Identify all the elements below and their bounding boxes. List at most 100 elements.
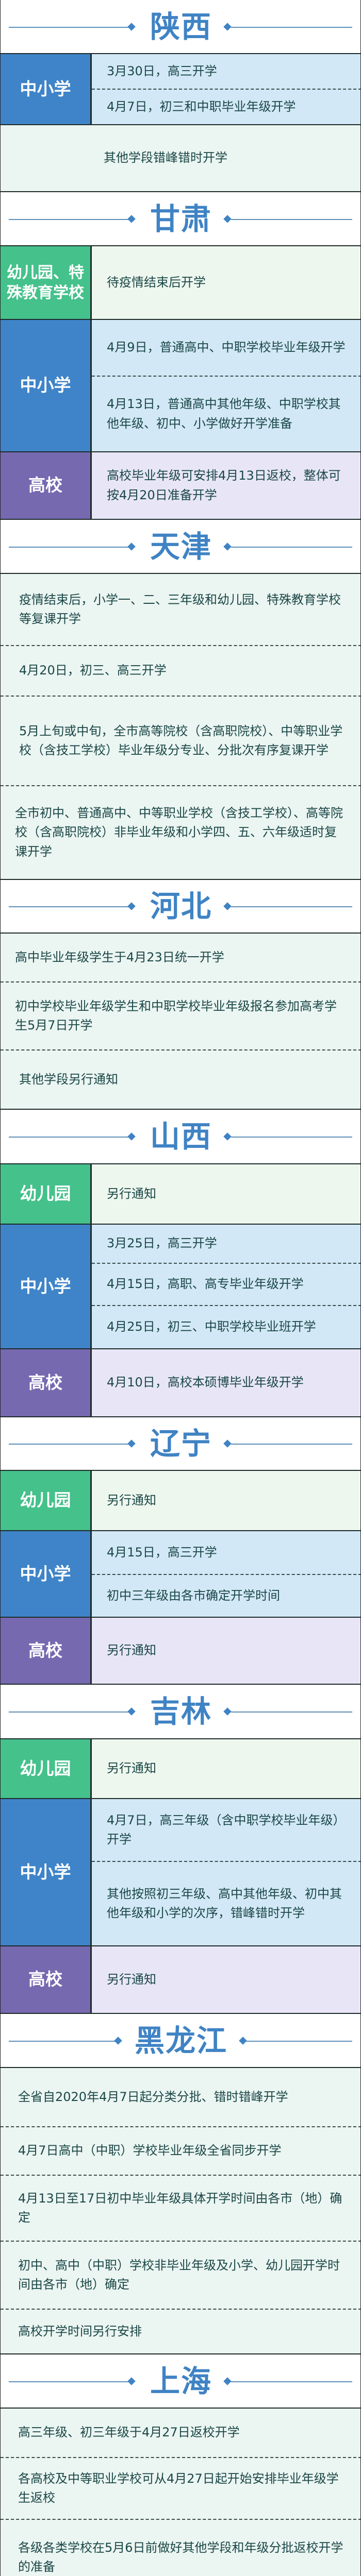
schedule-cells: 另行通知 xyxy=(92,1739,360,1798)
schedule-item: 高中毕业年级学生于4月23日统一开学 xyxy=(15,950,224,964)
diamond-icon xyxy=(127,1439,136,1448)
category-label: 中小学 xyxy=(1,1531,92,1617)
province-header-gansu: 甘肃 xyxy=(1,191,360,245)
schedule-item: 另行通知 xyxy=(107,1761,156,1776)
schedule-item: 全省自2020年4月7日起分类分批、错时错峰开学 xyxy=(18,2089,288,2104)
category-label: 中小学 xyxy=(1,1799,92,1945)
divider-line xyxy=(9,2040,116,2042)
province-header-shanxi: 山西 xyxy=(1,1109,360,1163)
diamond-icon xyxy=(223,902,232,910)
general-row: 全省自2020年4月7日起分类分批、错时错峰开学 4月7日高中（中职）学校毕业年… xyxy=(1,2067,360,2353)
category-row-kindergarten-special: 幼儿园、特殊教育学校 待疫情结束后开学 xyxy=(1,245,360,319)
province-header-jilin: 吉林 xyxy=(1,1684,360,1738)
category-label: 幼儿园 xyxy=(1,1164,92,1224)
category-label: 幼儿园 xyxy=(1,1739,92,1798)
schedule-cells: 4月15日，高三开学 初中三年级由各市确定开学时间 xyxy=(92,1531,360,1617)
schedule-item: 初中学校毕业年级学生和中职学校毕业年级报名参加高考学生5月7日开学 xyxy=(1,981,360,1049)
schedule-item: 5月上旬或中旬，全市高等院校（含高职院校）、中等职业学校（含技工学校）毕业年级分… xyxy=(1,696,360,785)
divider-line xyxy=(9,906,130,907)
schedule-item: 4月25日，初三、中职学校毕业班开学 xyxy=(92,1305,360,1348)
schedule-item: 高三年级、初三年级于4月27日返校开学 xyxy=(18,2425,240,2440)
schedule-cells: 全省自2020年4月7日起分类分批、错时错峰开学 4月7日高中（中职）学校毕业年… xyxy=(1,2068,360,2353)
category-row-university: 高校 另行通知 xyxy=(1,1617,360,1684)
schedule-item: 各级各类学校在5月6日前做好其他学段和年级分批返校开学的准备 xyxy=(1,2519,360,2576)
schedule-cells: 另行通知 xyxy=(92,1471,360,1530)
divider-line xyxy=(9,1137,130,1138)
diamond-icon xyxy=(127,902,136,910)
schedule-item: 3月25日，高三开学 xyxy=(107,1236,217,1251)
schedule-cells: 另行通知 xyxy=(92,1618,360,1684)
province-title: 黑龙江 xyxy=(134,2023,227,2058)
province-title: 上海 xyxy=(150,2363,212,2399)
divider-line xyxy=(231,2381,352,2382)
diamond-icon xyxy=(127,1707,136,1716)
schedule-item: 高校开学时间另行安排 xyxy=(1,2309,360,2353)
general-row: 疫情结束后，小学一、二、三年级和幼儿园、特殊教育学校等复课开学 4月20日，初三… xyxy=(1,573,360,879)
schedule-item: 各高校及中等职业学校可从4月27日起开始安排毕业年级学生返校 xyxy=(1,2457,360,2519)
schedule-item: 其他按照初三年级、高中其他年级、初中其他年级和小学的次序，错峰错时开学 xyxy=(92,1861,360,1945)
divider-line xyxy=(231,1444,352,1445)
category-row-middle-primary: 中小学 3月25日，高三开学 4月15日，高职、高专毕业年级开学 4月25日，初… xyxy=(1,1224,360,1348)
diamond-icon xyxy=(223,1439,232,1448)
category-row-middle-primary: 中小学 4月15日，高三开学 初中三年级由各市确定开学时间 xyxy=(1,1530,360,1617)
schedule-item: 4月7日，初三和中职毕业年级开学 xyxy=(92,89,360,124)
schedule-item: 另行通知 xyxy=(107,1186,156,1201)
province-header-shanghai: 上海 xyxy=(1,2353,360,2408)
schedule-cells: 另行通知 xyxy=(92,1164,360,1224)
diamond-icon xyxy=(223,22,232,31)
schedule-cells: 3月30日，高三开学 4月7日，初三和中职毕业年级开学 xyxy=(92,54,360,124)
schedule-item: 4月7日高中（中职）学校毕业年级全省同步开学 xyxy=(1,2126,360,2175)
schedule-item: 3月30日，高三开学 xyxy=(107,63,217,78)
schedule-item: 待疫情结束后开学 xyxy=(107,275,206,290)
category-label: 高校 xyxy=(1,1349,92,1416)
divider-line xyxy=(9,1444,130,1445)
schedule-item: 其他学段错峰错时开学 xyxy=(104,150,227,165)
divider-line xyxy=(9,2381,130,2382)
divider-line xyxy=(231,1137,352,1138)
schedule-item: 4月9日，普通高中、中职学校毕业年级开学 xyxy=(107,340,346,355)
schedule-cells: 高三年级、初三年级于4月27日返校开学 各高校及中等职业学校可从4月27日起开始… xyxy=(1,2409,360,2576)
category-label: 高校 xyxy=(1,452,92,519)
divider-line xyxy=(231,1711,352,1713)
schedule-item: 另行通知 xyxy=(107,1972,156,1987)
province-title: 河北 xyxy=(150,889,212,924)
schedule-cells: 4月9日，普通高中、中职学校毕业年级开学 4月13日，普通高中其他年级、中职学校… xyxy=(92,320,360,451)
province-header-tianjin: 天津 xyxy=(1,519,360,573)
category-label: 中小学 xyxy=(1,54,92,124)
schedule-item: 全市初中、普通高中、中等职业学校（含技工学校）、高等院校（含高职院校）非毕业年级… xyxy=(1,785,360,879)
divider-line xyxy=(245,2040,352,2042)
schedule-item: 另行通知 xyxy=(107,1643,156,1658)
schedule-cells: 3月25日，高三开学 4月15日，高职、高专毕业年级开学 4月25日，初三、中职… xyxy=(92,1225,360,1348)
category-row-middle-primary: 中小学 4月9日，普通高中、中职学校毕业年级开学 4月13日，普通高中其他年级、… xyxy=(1,319,360,451)
province-title: 甘肃 xyxy=(150,201,212,236)
province-header-hebei: 河北 xyxy=(1,879,360,933)
diamond-icon xyxy=(127,1132,136,1141)
province-title: 山西 xyxy=(150,1119,212,1154)
divider-line xyxy=(9,1711,130,1713)
province-title: 辽宁 xyxy=(150,1426,212,1461)
schedule-cells: 高中毕业年级学生于4月23日统一开学 初中学校毕业年级学生和中职学校毕业年级报名… xyxy=(1,934,360,1109)
category-label: 高校 xyxy=(1,1946,92,2013)
schedule-item: 疫情结束后，小学一、二、三年级和幼儿园、特殊教育学校等复课开学 xyxy=(19,592,341,626)
province-header-liaoning: 辽宁 xyxy=(1,1416,360,1470)
schedule-item: 4月20日，初三、高三开学 xyxy=(1,645,360,696)
general-row: 高三年级、初三年级于4月27日返校开学 各高校及中等职业学校可从4月27日起开始… xyxy=(1,2408,360,2576)
province-title: 陕西 xyxy=(150,9,212,44)
schedule-item: 4月15日，高职、高专毕业年级开学 xyxy=(92,1263,360,1305)
diamond-icon xyxy=(223,2377,232,2385)
diamond-icon xyxy=(127,542,136,551)
schedule-cells: 疫情结束后，小学一、二、三年级和幼儿园、特殊教育学校等复课开学 4月20日，初三… xyxy=(1,574,360,879)
category-label: 幼儿园 xyxy=(1,1471,92,1530)
schedule-cells: 其他学段错峰错时开学 xyxy=(1,125,360,191)
category-row-middle-primary: 中小学 4月7日，高三年级（含中职学校毕业年级）开学 其他按照初三年级、高中其他… xyxy=(1,1798,360,1945)
divider-line xyxy=(231,906,352,907)
divider-line xyxy=(9,218,130,220)
schedule-item: 4月13日至17日初中毕业年级具体开学时间由各市（地）确定 xyxy=(1,2175,360,2241)
diamond-icon xyxy=(114,2036,122,2045)
category-row-kindergarten: 幼儿园 另行通知 xyxy=(1,1163,360,1224)
diamond-icon xyxy=(127,214,136,223)
province-title: 天津 xyxy=(150,529,212,564)
category-row-university: 高校 另行通知 xyxy=(1,1945,360,2013)
schedule-item: 初中三年级由各市确定开学时间 xyxy=(92,1574,360,1617)
divider-line xyxy=(231,26,352,28)
